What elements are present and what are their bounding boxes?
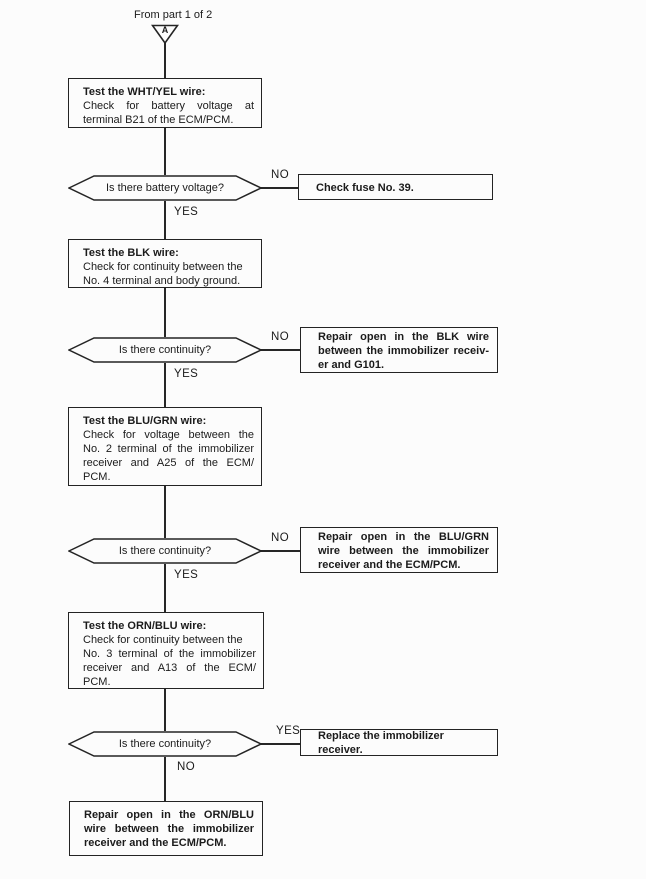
connector-line [164, 486, 166, 538]
decision-hexagon-shape [68, 175, 262, 201]
process-box-line: terminal B21 of the ECM/PCM. [83, 114, 234, 126]
action-box-check-fuse: Check fuse No. 39. [298, 174, 493, 200]
final-box-line: wire between the immobilizer [84, 823, 254, 835]
action-box-repair-blk: Repair open in the BLK wire between the … [300, 327, 498, 373]
action-box-line: between the immobilizer receiv- [318, 344, 489, 357]
process-box-title: Test the WHT/YEL wire: [83, 86, 206, 98]
process-box-line: PCM. [83, 471, 111, 483]
decision-continuity-blk: Is there continuity? [68, 337, 262, 363]
branch-label-yes: YES [174, 569, 199, 581]
branch-line [260, 743, 302, 745]
branch-label-no: NO [271, 169, 290, 181]
connector-line [164, 363, 166, 407]
branch-line [260, 550, 302, 552]
decision-battery-voltage: Is there battery voltage? [68, 175, 262, 201]
process-box-line: PCM. [83, 676, 111, 688]
process-box-title: Test the BLU/GRN wire: [83, 415, 207, 427]
final-box-line: receiver and the ECM/PCM. [84, 837, 227, 849]
process-box-line: No. 4 terminal and body ground. [83, 275, 241, 287]
action-box-line: wire between the immobilizer [318, 544, 489, 557]
branch-label-yes: YES [276, 725, 301, 737]
process-box-line: receiver and A13 of the ECM/ [83, 662, 256, 674]
process-box-line: Check for continuity between the [83, 261, 243, 273]
connector-line [164, 757, 166, 801]
from-part-label: From part 1 of 2 [134, 9, 213, 21]
action-box-line: Check fuse No. 39. [316, 181, 414, 194]
process-box-line: Check for voltage between the [83, 429, 254, 441]
branch-line [260, 187, 300, 189]
connector-line [164, 288, 166, 337]
final-box-repair-orn-blu: Repair open in the ORN/BLU wire between … [69, 801, 263, 856]
connector-a-triangle-icon [151, 24, 179, 45]
action-box-line: Repair open in the BLU/GRN [318, 530, 489, 543]
connector-line [164, 42, 166, 78]
connector-line [164, 128, 166, 175]
action-box-repair-blu-grn: Repair open in the BLU/GRN wire between … [300, 527, 498, 573]
process-box-wht-yel: Test the WHT/YEL wire: Check for battery… [68, 78, 262, 128]
branch-label-no: NO [271, 331, 290, 343]
decision-hexagon-shape [68, 337, 262, 363]
process-box-line: Check for continuity between the [83, 634, 243, 646]
decision-hexagon-shape [68, 731, 262, 757]
decision-continuity-blu-grn: Is there continuity? [68, 538, 262, 564]
connector-line [164, 201, 166, 239]
action-box-line: Repair open in the BLK wire [318, 330, 489, 343]
decision-question: Is there battery voltage? [105, 182, 224, 194]
decision-continuity-orn-blu: Is there continuity? [68, 731, 262, 757]
decision-hexagon-shape [68, 538, 262, 564]
process-box-line: receiver and A25 of the ECM/ [83, 457, 254, 469]
final-box-line: Repair open in the ORN/BLU [84, 809, 254, 821]
action-box-line: Replace the immobilizer receiver. [318, 730, 444, 756]
process-box-title: Test the BLK wire: [83, 247, 179, 259]
branch-label-yes: YES [174, 368, 199, 380]
process-box-orn-blu: Test the ORN/BLU wire: Check for continu… [68, 612, 264, 689]
process-box-blu-grn: Test the BLU/GRN wire: Check for voltage… [68, 407, 262, 486]
action-box-line: er and G101. [318, 358, 385, 371]
branch-label-yes: YES [174, 206, 199, 218]
process-box-line: No. 3 terminal of the immobilizer [83, 648, 256, 660]
connector-a-letter: A [161, 25, 169, 35]
connector-line [164, 689, 166, 731]
branch-label-no: NO [177, 761, 196, 773]
branch-label-no: NO [271, 532, 290, 544]
action-box-line: receiver and the ECM/PCM. [318, 558, 461, 571]
process-box-line: Check for battery voltage at [83, 100, 254, 112]
action-box-replace-receiver: Replace the immobilizer receiver. [300, 729, 498, 756]
branch-line [260, 349, 302, 351]
connector-line [164, 564, 166, 612]
process-box-blk: Test the BLK wire: Check for continuity … [68, 239, 262, 288]
decision-question: Is there continuity? [118, 344, 212, 356]
decision-question: Is there continuity? [118, 545, 212, 557]
process-box-title: Test the ORN/BLU wire: [83, 620, 207, 632]
decision-question: Is there continuity? [118, 738, 212, 750]
process-box-line: No. 2 terminal of the immobilizer [83, 443, 254, 455]
